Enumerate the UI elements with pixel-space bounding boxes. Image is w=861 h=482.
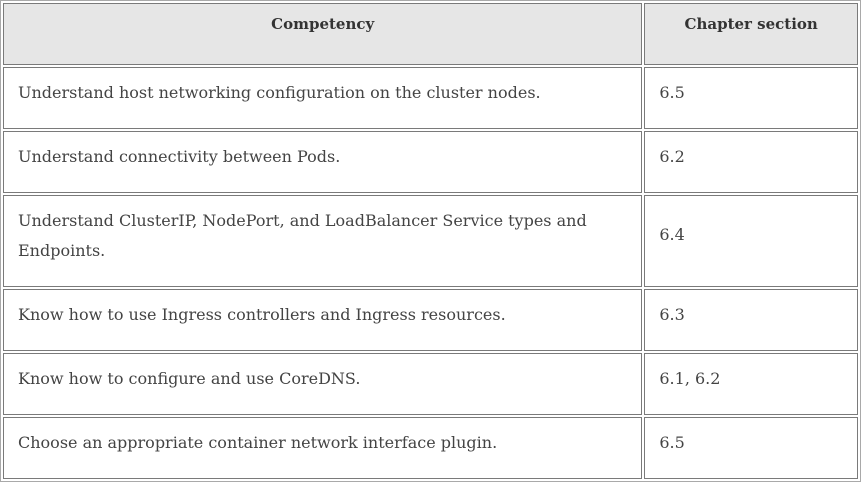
competency-cell: Understand ClusterIP, NodePort, and Load… bbox=[3, 195, 643, 287]
chapter-section-cell: 6.5 bbox=[644, 417, 858, 479]
table-row: Choose an appropriate container network … bbox=[3, 417, 858, 479]
chapter-section-cell: 6.5 bbox=[644, 67, 858, 129]
table-header: Competency Chapter section bbox=[3, 3, 858, 65]
header-chapter-section: Chapter section bbox=[644, 3, 858, 65]
chapter-section-cell: 6.2 bbox=[644, 131, 858, 193]
competency-cell: Know how to use Ingress controllers and … bbox=[3, 289, 643, 351]
competency-cell: Choose an appropriate container network … bbox=[3, 417, 643, 479]
table-row: Understand connectivity between Pods. 6.… bbox=[3, 131, 858, 193]
chapter-section-cell: 6.1, 6.2 bbox=[644, 353, 858, 415]
table-body: Understand host networking configuration… bbox=[3, 67, 858, 479]
table-row: Know how to use Ingress controllers and … bbox=[3, 289, 858, 351]
chapter-section-cell: 6.3 bbox=[644, 289, 858, 351]
competency-cell: Understand connectivity between Pods. bbox=[3, 131, 643, 193]
table-row: Understand ClusterIP, NodePort, and Load… bbox=[3, 195, 858, 287]
chapter-section-cell: 6.4 bbox=[644, 195, 858, 287]
table-row: Understand host networking configuration… bbox=[3, 67, 858, 129]
table-row: Know how to configure and use CoreDNS. 6… bbox=[3, 353, 858, 415]
header-row: Competency Chapter section bbox=[3, 3, 858, 65]
competency-cell: Understand host networking configuration… bbox=[3, 67, 643, 129]
competency-cell: Know how to configure and use CoreDNS. bbox=[3, 353, 643, 415]
header-competency: Competency bbox=[3, 3, 643, 65]
